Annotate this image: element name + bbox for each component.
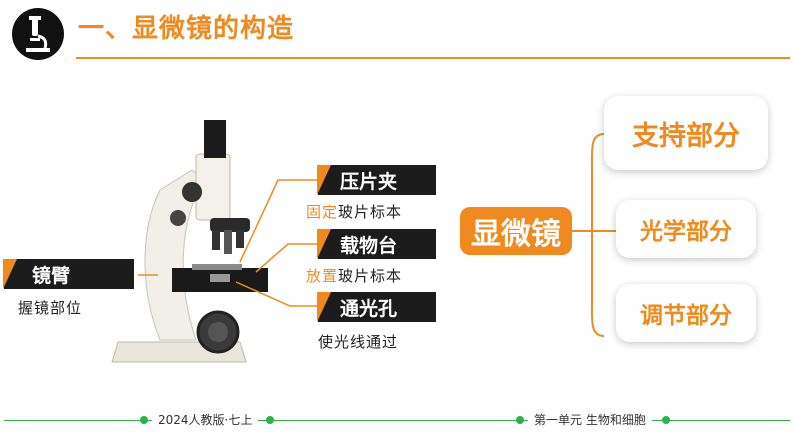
footer-dot-right xyxy=(516,416,524,424)
stage-label: 载物台 xyxy=(340,234,398,257)
microscope-logo-icon xyxy=(12,8,64,60)
stage-desc-rest: 玻片标本 xyxy=(338,267,403,285)
clip-desc-highlight: 固定 xyxy=(306,203,339,221)
stage-desc-highlight: 放置 xyxy=(306,267,339,285)
footer-dot-right-end xyxy=(662,416,670,424)
arm-callout: 镜臂 xyxy=(3,259,134,289)
footer-dot-left-end xyxy=(266,416,274,424)
title-divider xyxy=(76,57,790,59)
footer-left-text: 2024人教版·七上 xyxy=(152,411,259,428)
footer-line xyxy=(4,420,790,421)
footer-right-text: 第一单元 生物和细胞 xyxy=(528,411,652,428)
arm-label: 镜臂 xyxy=(32,264,71,287)
part-support: 支持部分 xyxy=(604,96,768,170)
stage-desc: 放置玻片标本 xyxy=(306,265,402,286)
clip-desc: 固定玻片标本 xyxy=(306,201,402,222)
part-adjust: 调节部分 xyxy=(616,284,756,342)
part-optical: 光学部分 xyxy=(616,200,756,258)
stage-callout: 载物台 xyxy=(317,229,436,259)
hole-label: 通光孔 xyxy=(340,297,398,320)
hole-desc: 使光线通过 xyxy=(318,333,399,351)
clip-label: 压片夹 xyxy=(340,170,398,193)
clip-desc-rest: 玻片标本 xyxy=(338,203,403,221)
footer-dot-left xyxy=(140,416,148,424)
microscope-root-box: 显微镜 xyxy=(460,207,572,255)
clip-callout: 压片夹 xyxy=(317,165,436,195)
page-title: 一、显微镜的构造 xyxy=(78,14,295,44)
hole-callout: 通光孔 xyxy=(317,292,436,322)
microscope-illustration xyxy=(111,120,268,363)
arm-desc: 握镜部位 xyxy=(18,299,83,317)
